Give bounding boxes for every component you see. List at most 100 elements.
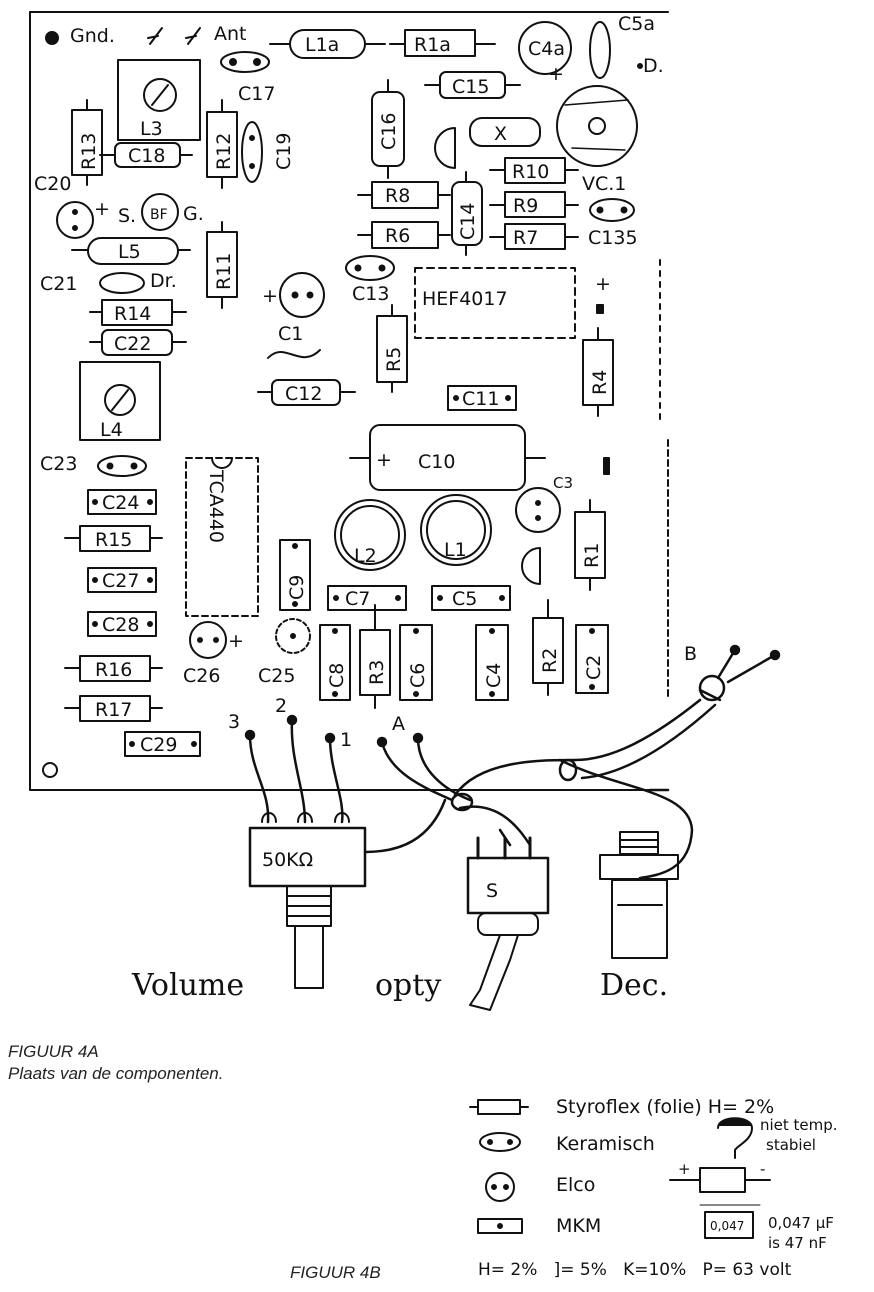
- c15-capacitor: C15: [424, 71, 521, 99]
- vc1-trimmer: VC.1: [556, 85, 638, 195]
- c4-capacitor: C4: [475, 624, 509, 701]
- svg-text:C17: C17: [238, 83, 275, 105]
- svg-text:C22: C22: [114, 333, 151, 355]
- legend-note2: is 47 nF: [768, 1234, 827, 1252]
- svg-text:C11: C11: [462, 388, 499, 410]
- c23-label: C23: [40, 453, 77, 475]
- svg-text:C19: C19: [273, 133, 295, 170]
- c9-capacitor: C9: [279, 539, 311, 611]
- l2-coil: L2: [334, 499, 406, 571]
- dec-label: Dec.: [600, 968, 668, 1003]
- l4-coil: L4: [79, 361, 161, 441]
- svg-text:C12: C12: [285, 383, 322, 405]
- c4a-capacitor: C4a +: [518, 21, 572, 85]
- svg-text:C9: C9: [286, 575, 308, 600]
- c20-capacitor: +: [56, 198, 110, 239]
- legend-niet-temp: niet temp.: [760, 1116, 838, 1134]
- c23-capacitor: [97, 455, 147, 477]
- c24-capacitor: C24: [87, 489, 157, 515]
- wiring: [244, 644, 781, 880]
- c21-label: C21: [40, 273, 77, 295]
- wire-1-label: 1: [340, 729, 352, 751]
- svg-text:C1: C1: [278, 323, 303, 345]
- tca440-ic: TCA440: [185, 457, 259, 617]
- svg-text:L4: L4: [100, 419, 123, 441]
- svg-text:R1: R1: [581, 543, 603, 568]
- r7-resistor: R7: [489, 223, 579, 250]
- c26-capacitor: + C26: [183, 621, 244, 687]
- wire-a-label: A: [392, 713, 405, 735]
- svg-text:S: S: [486, 880, 498, 902]
- c18-capacitor: C18: [99, 142, 193, 168]
- r9-resistor: R9: [489, 191, 579, 218]
- svg-text:C4a: C4a: [528, 38, 565, 60]
- c11-capacitor: C11: [447, 385, 517, 411]
- svg-text:C15: C15: [452, 76, 489, 98]
- svg-text:L5: L5: [118, 241, 141, 263]
- c7-capacitor: C7: [327, 585, 407, 611]
- svg-text:R8: R8: [385, 185, 410, 207]
- svg-text:R7: R7: [513, 227, 538, 249]
- c10-capacitor: + C10: [349, 424, 546, 491]
- c5-capacitor: C5: [431, 585, 511, 611]
- svg-text:+: +: [678, 1160, 691, 1178]
- d-label: D.: [643, 55, 664, 77]
- svg-text:R3: R3: [366, 660, 388, 685]
- c21-capacitor: [99, 272, 145, 294]
- volume-label: Volume: [131, 968, 244, 1003]
- c27-capacitor: C27: [87, 567, 157, 593]
- svg-text:C28: C28: [102, 614, 139, 636]
- ant-label: Ant: [214, 23, 247, 45]
- svg-text:+: +: [595, 273, 611, 295]
- svg-text:C135: C135: [588, 227, 638, 249]
- r6-resistor: R6: [357, 221, 451, 249]
- r10-resistor: R10: [489, 157, 579, 184]
- r2-resistor: R2: [532, 599, 564, 696]
- svg-text:+: +: [376, 449, 392, 471]
- svg-text:C18: C18: [128, 145, 165, 167]
- figure-4b-title: FIGUUR 4B: [290, 1263, 381, 1282]
- s-label: S.: [118, 205, 136, 227]
- c8-capacitor: C8: [319, 624, 351, 701]
- c14-capacitor: C14: [451, 171, 483, 256]
- wire-2-label: 2: [275, 695, 287, 717]
- legend-mkm: MKM: [556, 1215, 601, 1237]
- r3-resistor: R3: [359, 604, 391, 709]
- svg-text:L1a: L1a: [305, 34, 339, 56]
- svg-text:C13: C13: [352, 283, 389, 305]
- c13-capacitor: C13: [345, 255, 395, 305]
- figure-4a-subtitle: Plaats van de componenten.: [8, 1064, 224, 1083]
- svg-text:C16: C16: [378, 113, 400, 150]
- r1-resistor: R1: [574, 499, 606, 591]
- l1a-coil: L1a: [269, 29, 386, 59]
- opty-label: opty: [375, 968, 441, 1003]
- svg-text:L1: L1: [444, 539, 467, 561]
- svg-text:VC.1: VC.1: [582, 173, 626, 195]
- r1a-resistor: R1a: [389, 29, 496, 57]
- svg-text:C7: C7: [345, 588, 370, 610]
- svg-text:R14: R14: [114, 303, 151, 325]
- legend-mkm-value: 0,047: [710, 1219, 744, 1233]
- svg-text:C2: C2: [583, 655, 605, 680]
- c135-capacitor: C135: [588, 198, 638, 249]
- svg-text:BF: BF: [150, 207, 168, 223]
- svg-text:R13: R13: [78, 133, 100, 170]
- svg-text:TCA440: TCA440: [205, 469, 227, 543]
- hef4017-ic: HEF4017: [414, 267, 576, 339]
- c2-capacitor: C2: [575, 624, 609, 694]
- legend-note1: 0,047 µF: [768, 1214, 834, 1232]
- r14-resistor: R14: [89, 299, 187, 326]
- l5-coil: L5: [71, 237, 191, 265]
- wire-3-label: 3: [228, 711, 240, 733]
- svg-text:C5: C5: [452, 588, 477, 610]
- r15-resistor: R15: [64, 525, 163, 552]
- dec-connector: [599, 831, 679, 959]
- svg-text:R15: R15: [95, 529, 132, 551]
- r12-resistor: R12: [206, 99, 238, 189]
- r16-resistor: R16: [64, 655, 163, 682]
- l1-coil: L1: [420, 494, 492, 566]
- c3-capacitor: C3: [515, 474, 573, 533]
- svg-text:C8: C8: [326, 663, 348, 688]
- svg-text:C3: C3: [553, 474, 573, 492]
- g-label: G.: [183, 203, 204, 225]
